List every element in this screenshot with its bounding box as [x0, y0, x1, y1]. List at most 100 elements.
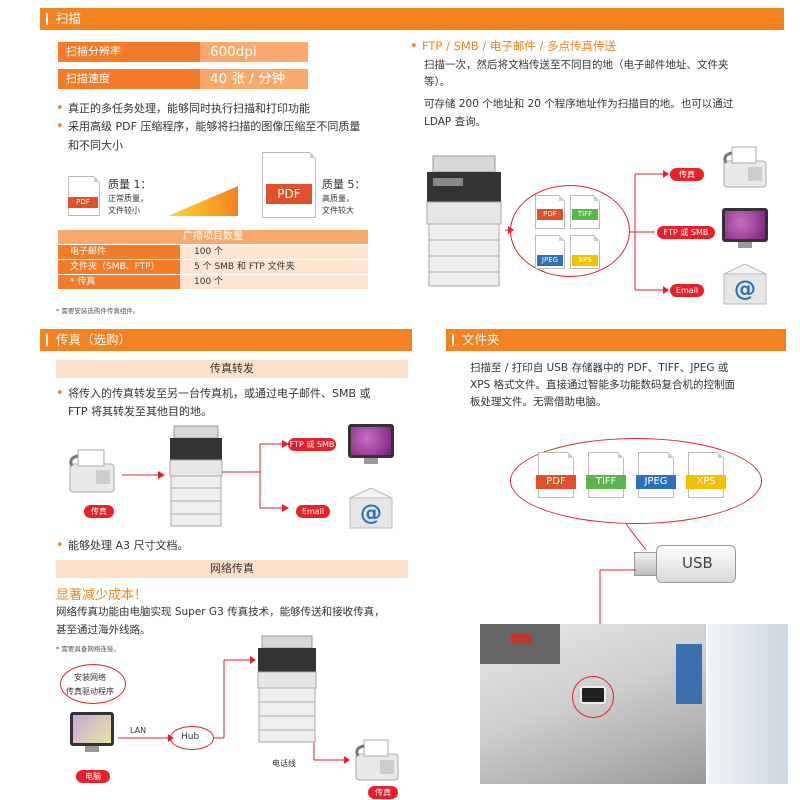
folder-text-c: 板处理文件。无需借助电脑。	[470, 396, 607, 408]
fax-a3-bullet: 能够处理 A3 尺寸文档。	[56, 537, 189, 554]
broadcast-table: 广播项目数量 电子邮件 100 个 文件夹（SMB、FTP） 5 个 SMB 和…	[58, 230, 368, 289]
panel-red-button	[510, 634, 532, 644]
ftp-para2a: 可存储 200 个地址和 20 个程序地址作为扫描目的地。也可以通过	[424, 98, 734, 110]
spec-label: 扫描速度	[58, 69, 200, 89]
folder-title: 文件夹	[462, 332, 500, 347]
fax-forward-text-b: FTP 将其转发至其他目的地。	[68, 405, 212, 418]
pc-monitor-icon	[70, 712, 114, 746]
scan-footnote: * 需要安装选购件传真组件。	[56, 307, 140, 315]
panel-blue-strip	[676, 644, 702, 704]
spec-label: 扫描分辨率	[58, 42, 200, 62]
table-row: 文件夹（SMB、FTP） 5 个 SMB 和 FTP 文件夹	[58, 259, 368, 274]
save-cost-title: 显著减少成本！	[56, 588, 148, 603]
fax-label-pill: 传真	[84, 505, 114, 518]
folder-xps-badge: XPS	[686, 475, 726, 489]
mfp-printer-illustration-2	[169, 425, 223, 527]
hub-label: Hub	[181, 732, 200, 742]
pdf-badge-small: PDF	[68, 197, 98, 208]
fax-monitor-stand	[364, 458, 378, 464]
usb-connector	[634, 552, 658, 576]
quality-high-line2: 文件较大	[322, 206, 354, 215]
lan-label: LAN	[130, 726, 147, 735]
net-fax-note: * 需要具备网络连接。	[56, 645, 120, 653]
folder-jpeg-badge: JPEG	[636, 475, 676, 489]
folder-section-header: 文件夹	[446, 329, 786, 351]
target-ftp-pill: FTP 或 SMB	[657, 226, 715, 239]
folder-text-a: 扫描至 / 打印自 USB 存储器中的 PDF、TIFF、JPEG 或	[470, 362, 729, 374]
fax-forward-fax-icon	[69, 449, 115, 493]
usb-label: USB	[682, 554, 713, 572]
table-cell: 5 个 SMB 和 FTP 文件夹	[180, 260, 368, 274]
xps-doc-badge: XPS	[572, 255, 598, 266]
pc-label-pill: 电脑	[76, 770, 110, 783]
bubble-line-b: 传真驱动程序	[66, 687, 114, 696]
pdf-badge-large: PDF	[266, 184, 312, 204]
fax-ftp-pill: FTP 或 SMB	[288, 438, 336, 451]
svg-text:@: @	[360, 501, 382, 526]
folder-tiff-badge: TIFF	[586, 475, 626, 489]
table-row: * 传真 100 个	[58, 274, 368, 289]
usb-docs-ellipse	[510, 438, 762, 524]
table-row: 电子邮件 100 个	[58, 244, 368, 259]
fax-forward-text-a: 将传入的传真转发至另一台传真机，或通过电子邮件、SMB 或	[56, 385, 371, 402]
email-at-icon: @	[723, 264, 767, 305]
fax-machine-icon	[723, 146, 767, 188]
folder-text-b: XPS 格式文件。直接通过智能多功能数码复合机的控制面	[470, 379, 736, 391]
mfp-printer-illustration	[426, 155, 502, 287]
table-cell: * 传真	[58, 275, 180, 289]
fax-forward-subhead: 传真转发	[56, 360, 408, 378]
ftp-para1b: 等）。	[424, 76, 451, 88]
tiff-doc-badge: TIFF	[572, 209, 598, 220]
fax-section-header: 传真（选购）	[40, 329, 412, 351]
fax-email-pill: Email	[296, 505, 330, 518]
fax-title: 传真（选购）	[56, 332, 132, 347]
pdf-doc-small-icon	[68, 176, 100, 216]
net-fax-subhead: 网络传真	[56, 560, 408, 578]
panel-right-photo	[708, 624, 788, 784]
broadcast-table-header: 广播项目数量	[58, 230, 368, 244]
table-cell: 100 个	[180, 275, 368, 289]
ftp-para1a: 扫描一次，然后将文档传送至不同目的地（电子邮件地址、文件夹	[424, 59, 729, 71]
panel-highlight	[572, 676, 614, 718]
bubble-line-a: 安装网络	[74, 673, 106, 682]
table-cell: 100 个	[180, 245, 368, 259]
monitor-icon	[722, 208, 768, 242]
ftp-heading: FTP / SMB / 电子邮件 / 多点传真传送	[410, 38, 616, 55]
mfp-panel-photo	[480, 624, 706, 784]
net-fax-text-b: 甚至通过海外线路。	[56, 624, 151, 636]
jpeg-doc-badge: JPEG	[537, 255, 563, 266]
net-fax-text-a: 网络传真功能由电脑实现 Super G3 传真技术，能够传送和接收传真，	[56, 606, 385, 618]
scan-title: 扫描	[56, 11, 82, 26]
spec-value: 600dpi	[200, 42, 308, 62]
scan-section-header: 扫描	[40, 8, 784, 30]
quality-low-line1: 正常质量，	[108, 194, 148, 203]
fax-monitor-icon	[348, 424, 394, 458]
monitor-stand	[738, 242, 752, 248]
table-cell: 文件夹（SMB、FTP）	[58, 260, 180, 274]
pc-stand	[85, 746, 99, 752]
panel-dark-edge	[480, 624, 560, 664]
folder-pdf-badge: PDF	[536, 475, 576, 489]
spec-row-speed: 扫描速度 40 张 / 分钟	[58, 69, 308, 89]
mfp-printer-illustration-3	[257, 635, 317, 743]
phone-line-label: 电话线	[272, 759, 296, 768]
scan-bullet-2-cont: 和不同大小	[68, 139, 123, 152]
spec-value: 40 张 / 分钟	[200, 69, 308, 89]
quality-high-title: 质量 5：	[322, 178, 366, 191]
pdf-doc-badge: PDF	[537, 209, 563, 220]
ftp-route-arrows	[505, 170, 669, 294]
spec-row-resolution: 扫描分辨率 600dpi	[58, 42, 308, 62]
table-cell: 电子邮件	[58, 245, 180, 259]
quality-gradient-wedge	[168, 186, 238, 216]
net-fax-label-pill: 传真	[368, 786, 398, 799]
quality-low-title: 质量 1：	[108, 178, 152, 191]
net-fax-machine-icon	[355, 739, 399, 781]
driver-speech-bubble	[60, 664, 126, 704]
ftp-para2b: LDAP 查询。	[424, 116, 487, 128]
scan-bullet-2: 采用高级 PDF 压缩程序，能够将扫描的图像压缩至不同质量	[56, 118, 360, 135]
target-email-pill: Email	[670, 284, 704, 297]
scan-bullet-1: 真正的多任务处理，能够同时执行扫描和打印功能	[56, 100, 310, 117]
quality-high-line1: 高质量，	[322, 194, 354, 203]
target-fax-pill: 传真	[670, 168, 704, 181]
fax-forward-arrow	[122, 471, 165, 479]
